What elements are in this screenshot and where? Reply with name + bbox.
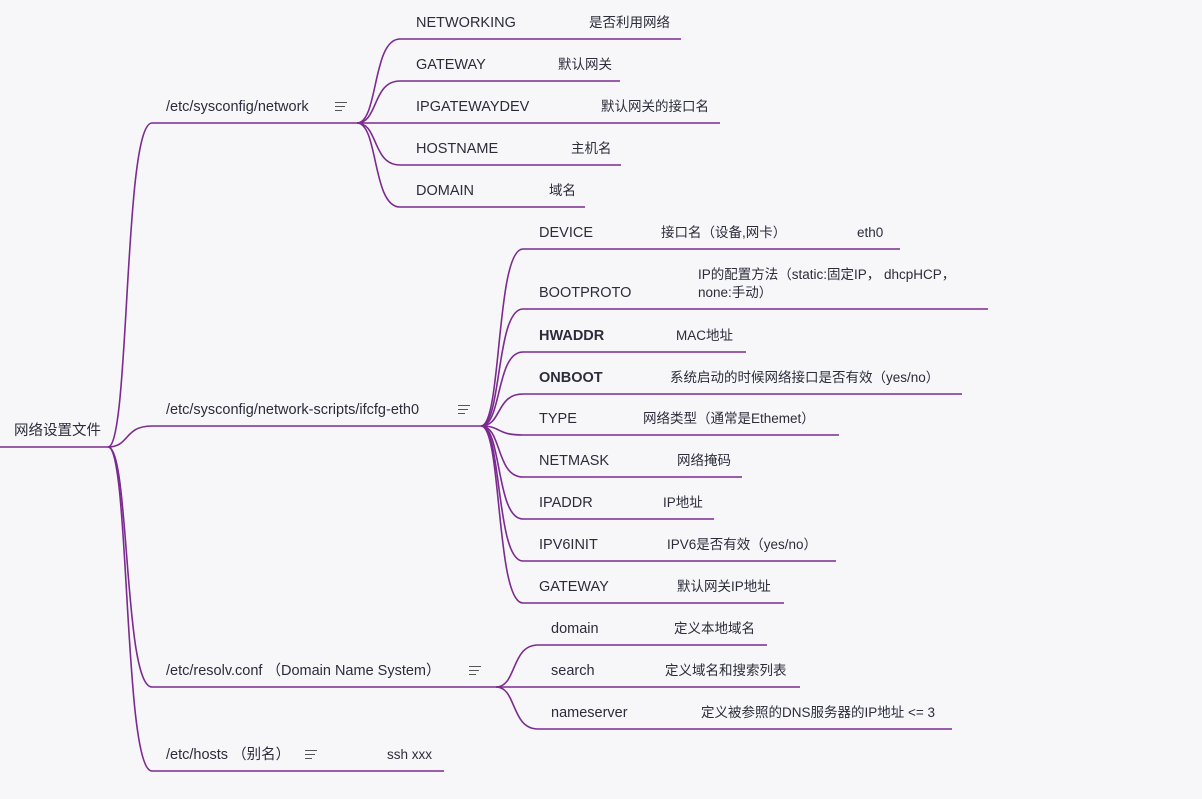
child-key[interactable]: IPV6INIT	[539, 537, 598, 553]
child-key[interactable]: NETMASK	[539, 453, 610, 469]
child-branch	[356, 80, 401, 124]
child-branch	[480, 308, 524, 427]
child-desc: 定义本地域名	[674, 621, 755, 636]
child-key[interactable]: HWADDR	[539, 328, 605, 344]
child-desc: 定义域名和搜索列表	[665, 663, 787, 678]
child-key[interactable]: TYPE	[539, 411, 577, 427]
child-key[interactable]: GATEWAY	[539, 579, 609, 595]
child-desc: 默认网关的接口名	[601, 99, 709, 114]
child-key[interactable]: HOSTNAME	[416, 141, 499, 157]
child-desc: 接口名（设备,网卡）	[661, 225, 787, 240]
child-branch	[480, 393, 524, 427]
child-desc: 主机名	[571, 141, 612, 156]
child-desc: 默认网关	[558, 57, 612, 72]
root-branch	[107, 446, 153, 688]
child-branch	[356, 38, 401, 124]
child-branch	[480, 425, 524, 478]
child-branch	[356, 122, 401, 208]
child-branch	[495, 644, 539, 688]
notes-icon[interactable]	[458, 405, 470, 415]
child-branch	[480, 425, 524, 604]
child-extra: eth0	[857, 225, 884, 240]
child-key[interactable]: nameserver	[551, 705, 628, 721]
root-branch	[107, 446, 153, 772]
child-desc: MAC地址	[676, 328, 733, 343]
child-branch	[480, 248, 524, 427]
notes-icon[interactable]	[305, 750, 317, 760]
child-key[interactable]: BOOTPROTO	[539, 285, 632, 301]
child-key[interactable]: search	[551, 663, 595, 679]
topic-desc: ssh xxx	[387, 747, 433, 762]
child-desc: 是否利用网络	[589, 15, 670, 30]
child-desc: IP地址	[663, 495, 703, 510]
notes-icon[interactable]	[469, 666, 481, 676]
topic-hosts[interactable]: /etc/hosts （别名）	[166, 747, 291, 763]
child-desc: 网络掩码	[677, 453, 731, 468]
child-desc: 系统启动的时候网络接口是否有效（yes/no）	[670, 370, 940, 385]
child-key[interactable]: ONBOOT	[539, 370, 603, 386]
topic-network[interactable]: /etc/sysconfig/network	[166, 99, 309, 115]
notes-icon[interactable]	[335, 102, 347, 112]
child-key[interactable]: DEVICE	[539, 225, 593, 241]
root-topic[interactable]: 网络设置文件	[14, 423, 101, 439]
child-key[interactable]: GATEWAY	[416, 57, 486, 73]
topic-resolv-conf[interactable]: /etc/resolv.conf （Domain Name System）	[166, 663, 441, 679]
child-desc: 定义被参照的DNS服务器的IP地址 <= 3	[701, 705, 936, 720]
child-key[interactable]: DOMAIN	[416, 183, 474, 199]
child-key[interactable]: NETWORKING	[416, 15, 516, 31]
child-key[interactable]: IPADDR	[539, 495, 593, 511]
child-branch	[480, 351, 524, 427]
child-key[interactable]: domain	[551, 621, 599, 637]
root-branch	[107, 425, 153, 448]
child-desc: IPV6是否有效（yes/no）	[667, 537, 818, 552]
child-key[interactable]: IPGATEWAYDEV	[416, 99, 530, 115]
root-branch	[107, 122, 153, 448]
child-branch	[356, 122, 401, 166]
child-branch	[495, 686, 539, 730]
child-desc: 默认网关IP地址	[677, 579, 771, 594]
child-desc: 域名	[549, 183, 576, 198]
topic-ifcfg-eth0[interactable]: /etc/sysconfig/network-scripts/ifcfg-eth…	[166, 402, 420, 418]
child-desc: IP的配置方法（static:固定IP， dhcpHCP，none:手动）	[698, 267, 956, 300]
child-desc: 网络类型（通常是Ethemet）	[643, 411, 815, 426]
